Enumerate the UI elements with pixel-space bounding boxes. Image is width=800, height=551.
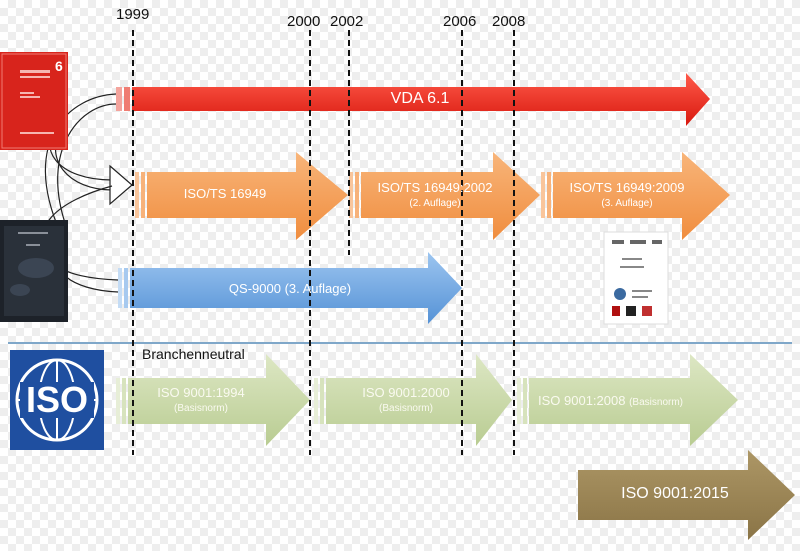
iso-logo-text: ISO (25, 379, 88, 420)
ts16949-arrow-3 (541, 152, 730, 240)
iso9001-2015-label: ISO 9001:2015 (621, 485, 729, 502)
iso9001-2008-arrow (517, 354, 738, 446)
vda-label: VDA 6.1 (390, 90, 450, 107)
qs9000-arrow (118, 252, 462, 324)
ts16949-label-2: ISO/TS 16949:2002 (2. Auflage) (360, 180, 510, 212)
ts16949-arrow-2 (349, 152, 540, 240)
iso9001-1994-text: ISO 9001:1994 (157, 385, 245, 400)
ts16949-label-1: ISO/TS 16949 (150, 186, 300, 202)
iso9001-2008-text: ISO 9001:2008 (538, 393, 626, 408)
ts16949-label-3-text: ISO/TS 16949:2009 (569, 180, 685, 195)
iso9001-2008-sub: (Basisnorm) (629, 397, 683, 408)
vda-book-image (0, 52, 68, 150)
year-label-1999: 1999 (116, 6, 150, 23)
iso9001-1994-arrow (116, 354, 310, 446)
ts16949-label-1-text: ISO/TS 16949 (183, 186, 267, 201)
branchenneutral-label: Branchenneutral (142, 346, 245, 362)
qs9000-label: QS-9000 (3. Auflage) (228, 281, 352, 296)
iso9001-2000-arrow (314, 354, 512, 446)
qs9000-book-image (0, 220, 68, 322)
iso9001-1994-sub: (Basisnorm) (174, 403, 228, 414)
ts16949-label-3: ISO/TS 16949:2009 (3. Auflage) (552, 180, 702, 212)
iso9001-2000-text: ISO 9001:2000 (362, 385, 450, 400)
iso-logo (10, 350, 104, 450)
vda-arrow (116, 73, 710, 126)
iso9001-1994-label: ISO 9001:1994 (Basisnorm) (136, 385, 266, 417)
year-label-2008: 2008 (492, 13, 526, 30)
ts16949-2009-document-image (603, 231, 669, 325)
year-label-2006: 2006 (443, 13, 477, 30)
year-label-2000: 2000 (287, 13, 321, 30)
iso9001-2000-sub: (Basisnorm) (379, 403, 433, 414)
year-lines (132, 30, 515, 455)
iso9001-2000-label: ISO 9001:2000 (Basisnorm) (336, 385, 476, 417)
ts16949-arrow-1 (135, 152, 348, 240)
vda-book-number: 6 (55, 58, 63, 74)
ts16949-label-3-sub: (3. Auflage) (601, 198, 653, 209)
year-label-2002: 2002 (330, 13, 364, 30)
iso9001-2015-arrow (578, 450, 795, 540)
ts16949-label-2-sub: (2. Auflage) (409, 198, 461, 209)
ts16949-label-2-text: ISO/TS 16949:2002 (377, 180, 493, 195)
iso9001-2008-label: ISO 9001:2008 (Basisnorm) (538, 393, 708, 411)
